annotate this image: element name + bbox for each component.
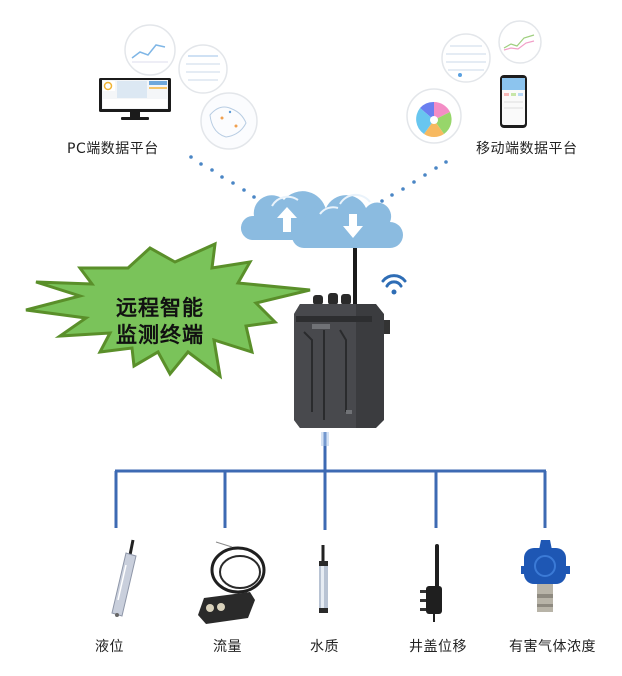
terminal-title-line-2: 监测终端	[116, 323, 204, 347]
arrow-up-icon	[277, 207, 297, 232]
sensor-label-water-quality: 水质	[310, 639, 339, 655]
pc-thumbnail-chart	[124, 24, 176, 76]
sensor-label-level: 液位	[95, 639, 124, 655]
starburst-badge	[25, 241, 311, 380]
dotted-line-pc-to-cloud	[189, 155, 256, 199]
monitoring-terminal-device	[294, 293, 390, 428]
mobile-thumbnail-pie	[406, 88, 462, 144]
device-cable-glow	[321, 432, 329, 446]
dotted-line-mobile-to-cloud	[380, 160, 448, 203]
pc-thumbnail-map	[200, 92, 258, 150]
arrow-down-icon	[343, 214, 363, 238]
antenna	[353, 248, 357, 312]
terminal-title-line-1: 远程智能	[116, 296, 204, 320]
mobile-platform-label: 移动端数据平台	[476, 141, 578, 157]
monitor-dashboard-icon	[99, 78, 171, 120]
pc-platform-label: PC端数据平台	[67, 141, 159, 157]
flow-meter-icon	[198, 541, 266, 624]
water-quality-probe-icon	[319, 545, 328, 613]
sensor-label-flow: 流量	[213, 639, 242, 655]
sensor-label-manhole: 井盖位移	[409, 639, 467, 655]
cloud-download	[292, 193, 403, 248]
smartphone-app-icon	[500, 75, 527, 128]
mobile-thumbnail-table	[441, 33, 491, 83]
mobile-thumbnail-line-chart	[498, 20, 542, 64]
gas-detector-icon	[521, 540, 570, 612]
manhole-displacement-sensor-icon	[420, 544, 442, 622]
wifi-icon	[381, 274, 407, 295]
pc-thumbnail-table	[178, 44, 228, 94]
sensor-label-gas: 有害气体浓度	[509, 639, 596, 655]
level-probe-icon	[111, 539, 137, 617]
terminal-title: 远程智能 监测终端	[100, 295, 220, 349]
sensor-tree-lines	[114, 432, 547, 530]
